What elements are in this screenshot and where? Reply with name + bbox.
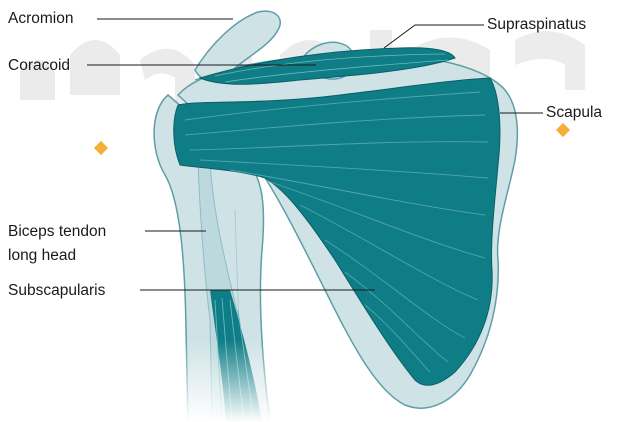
label-coracoid: Coracoid: [8, 56, 70, 75]
label-subscapularis: Subscapularis: [8, 281, 105, 300]
label-biceps-line2: long head: [8, 246, 76, 265]
label-acromion: Acromion: [8, 9, 73, 28]
label-biceps-line1: Biceps tendon: [8, 222, 106, 241]
label-supraspinatus: Supraspinatus: [487, 15, 586, 34]
label-scapula: Scapula: [546, 103, 602, 122]
